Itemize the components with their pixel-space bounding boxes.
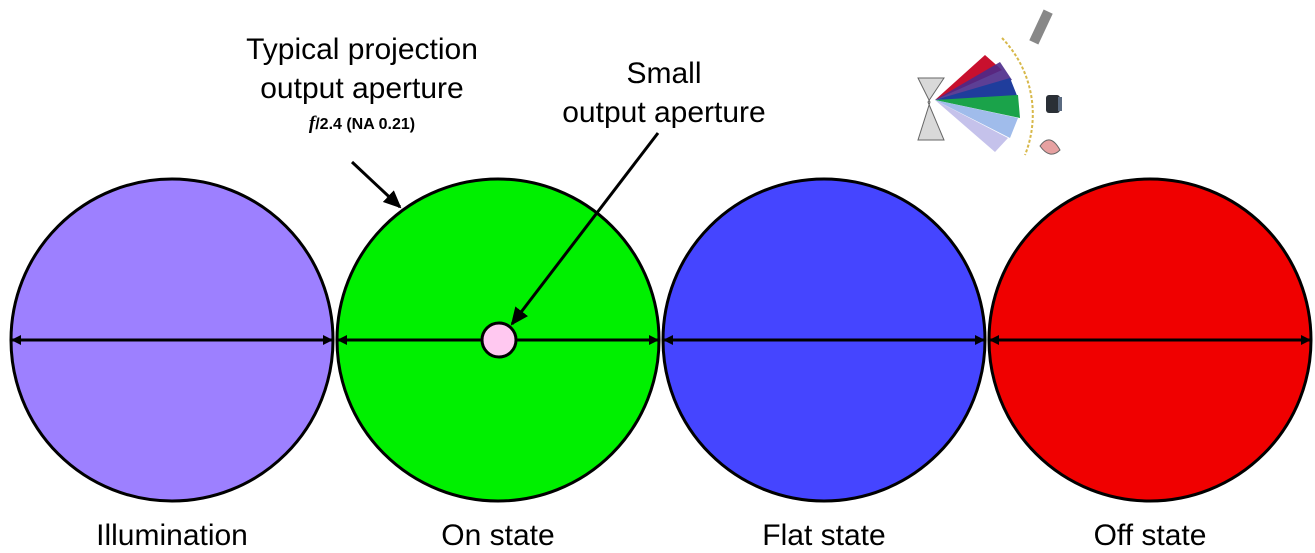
small-aperture-title-line2: output aperture bbox=[562, 96, 765, 129]
inset-green-cone bbox=[935, 95, 1020, 118]
fnumber-rest: /2.4 (NA 0.21) bbox=[315, 116, 415, 133]
small-aperture-pointer bbox=[510, 132, 660, 326]
inset-red-cone bbox=[935, 55, 1002, 100]
inset-purple-cone bbox=[935, 62, 1012, 100]
inset-grating bbox=[1029, 9, 1053, 45]
on-state-label: On state bbox=[441, 519, 554, 552]
inset-arc bbox=[1001, 37, 1034, 156]
small-aperture-title-line1: Small bbox=[626, 57, 701, 90]
flat-state-label: Flat state bbox=[762, 519, 885, 552]
inset-mirror bbox=[917, 77, 945, 141]
typical-aperture-title-line2: output aperture bbox=[260, 72, 463, 105]
small-aperture-circle bbox=[480, 321, 518, 359]
inset-eye bbox=[1039, 139, 1061, 155]
inset-lightblue-cone bbox=[935, 100, 1018, 138]
inset-lens-cap bbox=[1058, 97, 1062, 111]
mirror-cone-inset bbox=[917, 9, 1062, 156]
fnumber-italic-f: f bbox=[309, 113, 317, 134]
off-state-label: Off state bbox=[1094, 519, 1207, 552]
typical-aperture-fnumber: f/2.4 (NA 0.21) bbox=[309, 113, 415, 134]
illumination-label: Illumination bbox=[96, 519, 248, 552]
inset-lens bbox=[1046, 95, 1060, 113]
typical-aperture-pointer bbox=[350, 160, 402, 209]
typical-aperture-title-line1: Typical projection bbox=[246, 33, 478, 66]
inset-lavender-cone bbox=[935, 100, 1008, 152]
inset-navy-cone bbox=[935, 78, 1018, 100]
